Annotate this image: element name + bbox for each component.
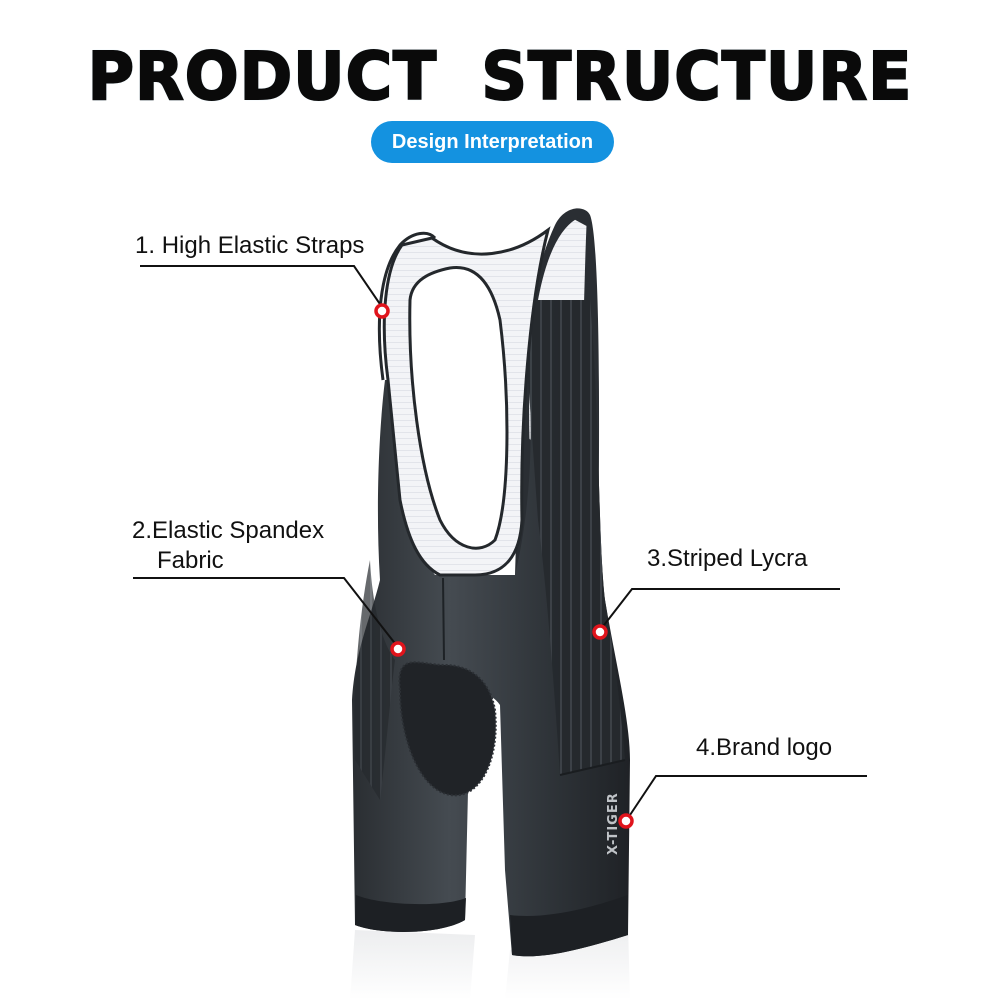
marker-straps <box>374 303 390 319</box>
callout-striped-lycra: 3.Striped Lycra <box>647 545 808 572</box>
page-title: PRODUCT STRUCTURE <box>87 37 913 116</box>
marker-spandex <box>390 641 406 657</box>
floor-reflection <box>350 925 630 1000</box>
brand-logo-text: X-TIGER <box>606 792 621 855</box>
callout-elastic-spandex-fabric: 2.Elastic Spandex Fabric <box>132 517 325 574</box>
callout-leader-lines <box>133 265 867 819</box>
marker-brand-logo <box>618 813 634 829</box>
callout-high-elastic-straps: 1. High Elastic Straps <box>135 232 365 259</box>
marker-lycra <box>592 624 608 640</box>
callout-brand-logo: 4.Brand logo <box>696 734 833 761</box>
design-interpretation-badge: Design Interpretation <box>371 121 614 163</box>
